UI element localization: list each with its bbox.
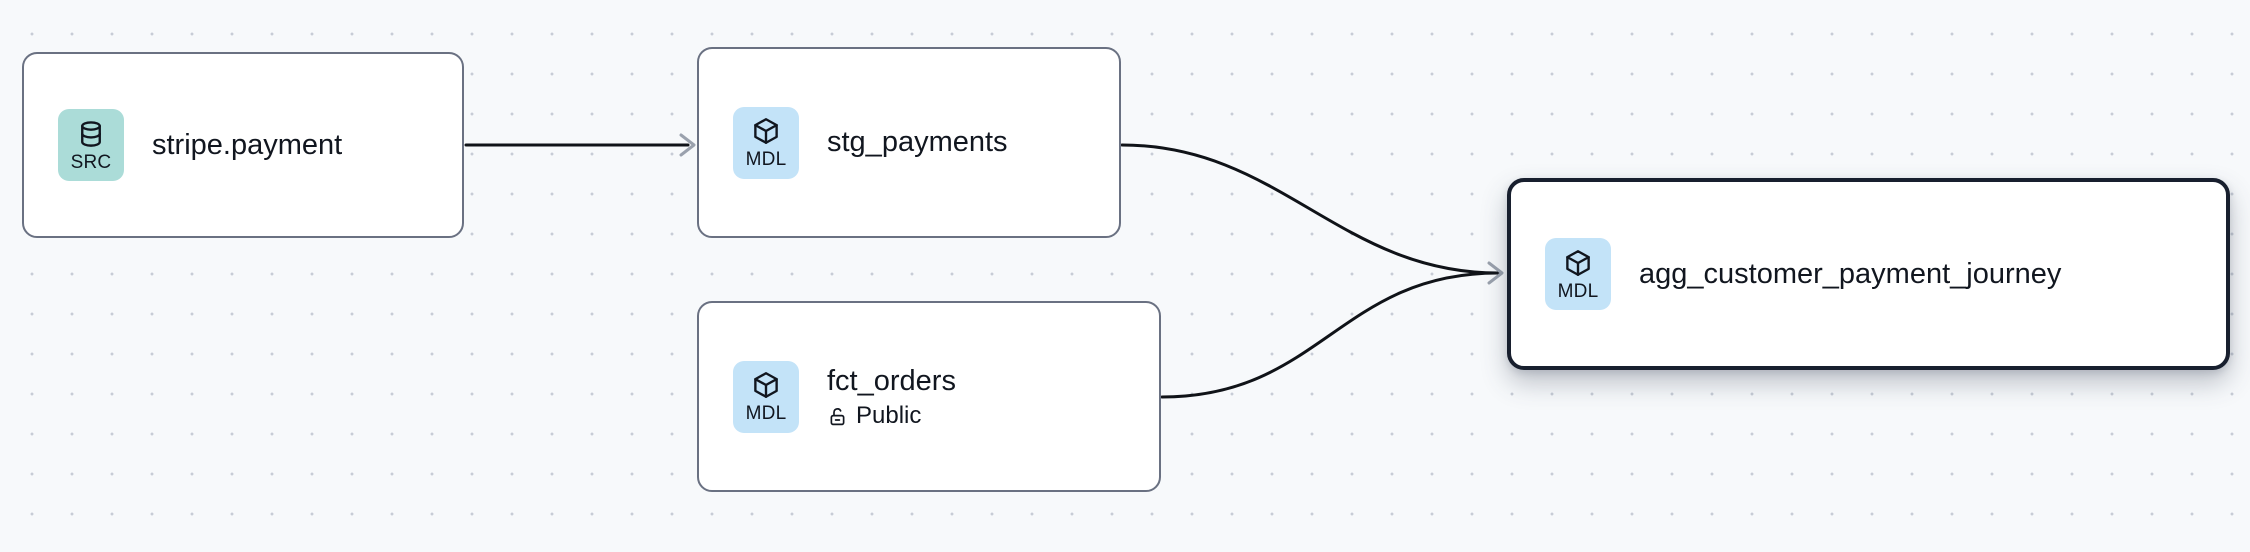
cube-icon — [1566, 249, 1590, 276]
node-text-block: agg_customer_payment_journey — [1639, 257, 2061, 291]
edge-arrowhead-agg-customer-payment-journey — [1487, 261, 1504, 285]
node-title: agg_customer_payment_journey — [1639, 257, 2062, 290]
unlock-icon — [830, 407, 845, 425]
node-text-block: fct_orders Public — [827, 364, 956, 430]
database-icon — [81, 120, 101, 147]
badge-kind-label: SRC — [70, 151, 112, 173]
lineage-node-agg-customer-payment-journey[interactable]: MDL agg_customer_payment_journey — [1507, 178, 2230, 370]
node-title: stg_payments — [827, 126, 1008, 159]
cube-icon — [754, 118, 778, 144]
model-badge: MDL — [733, 106, 799, 179]
node-visibility-label: Public — [856, 401, 922, 429]
badge-kind-label: MDL — [745, 149, 787, 170]
edge-arrowhead-stg-payments — [679, 133, 696, 157]
lineage-node-stg-payments[interactable]: MDL stg_payments — [697, 47, 1121, 238]
node-title: stripe.payment — [152, 128, 343, 161]
lineage-node-fct-orders[interactable]: MDL fct_orders Public — [697, 301, 1161, 492]
source-badge: SRC — [58, 109, 124, 181]
node-text-block: stripe.payment — [152, 128, 342, 162]
cube-icon — [754, 372, 778, 398]
badge-kind-label: MDL — [1557, 280, 1599, 302]
node-text-block: stg_payments — [827, 125, 1008, 159]
model-badge: MDL — [733, 360, 799, 433]
node-title: fct_orders — [827, 364, 956, 397]
model-badge: MDL — [1545, 238, 1611, 310]
lineage-node-stripe-payment[interactable]: SRC stripe.payment — [22, 52, 464, 238]
badge-kind-label: MDL — [745, 403, 787, 424]
edge-fct-orders-to-agg-customer-payment-journey — [1160, 271, 1500, 399]
node-visibility: Public — [827, 401, 956, 429]
edge-stg-payments-to-agg-customer-payment-journey — [1120, 143, 1500, 275]
